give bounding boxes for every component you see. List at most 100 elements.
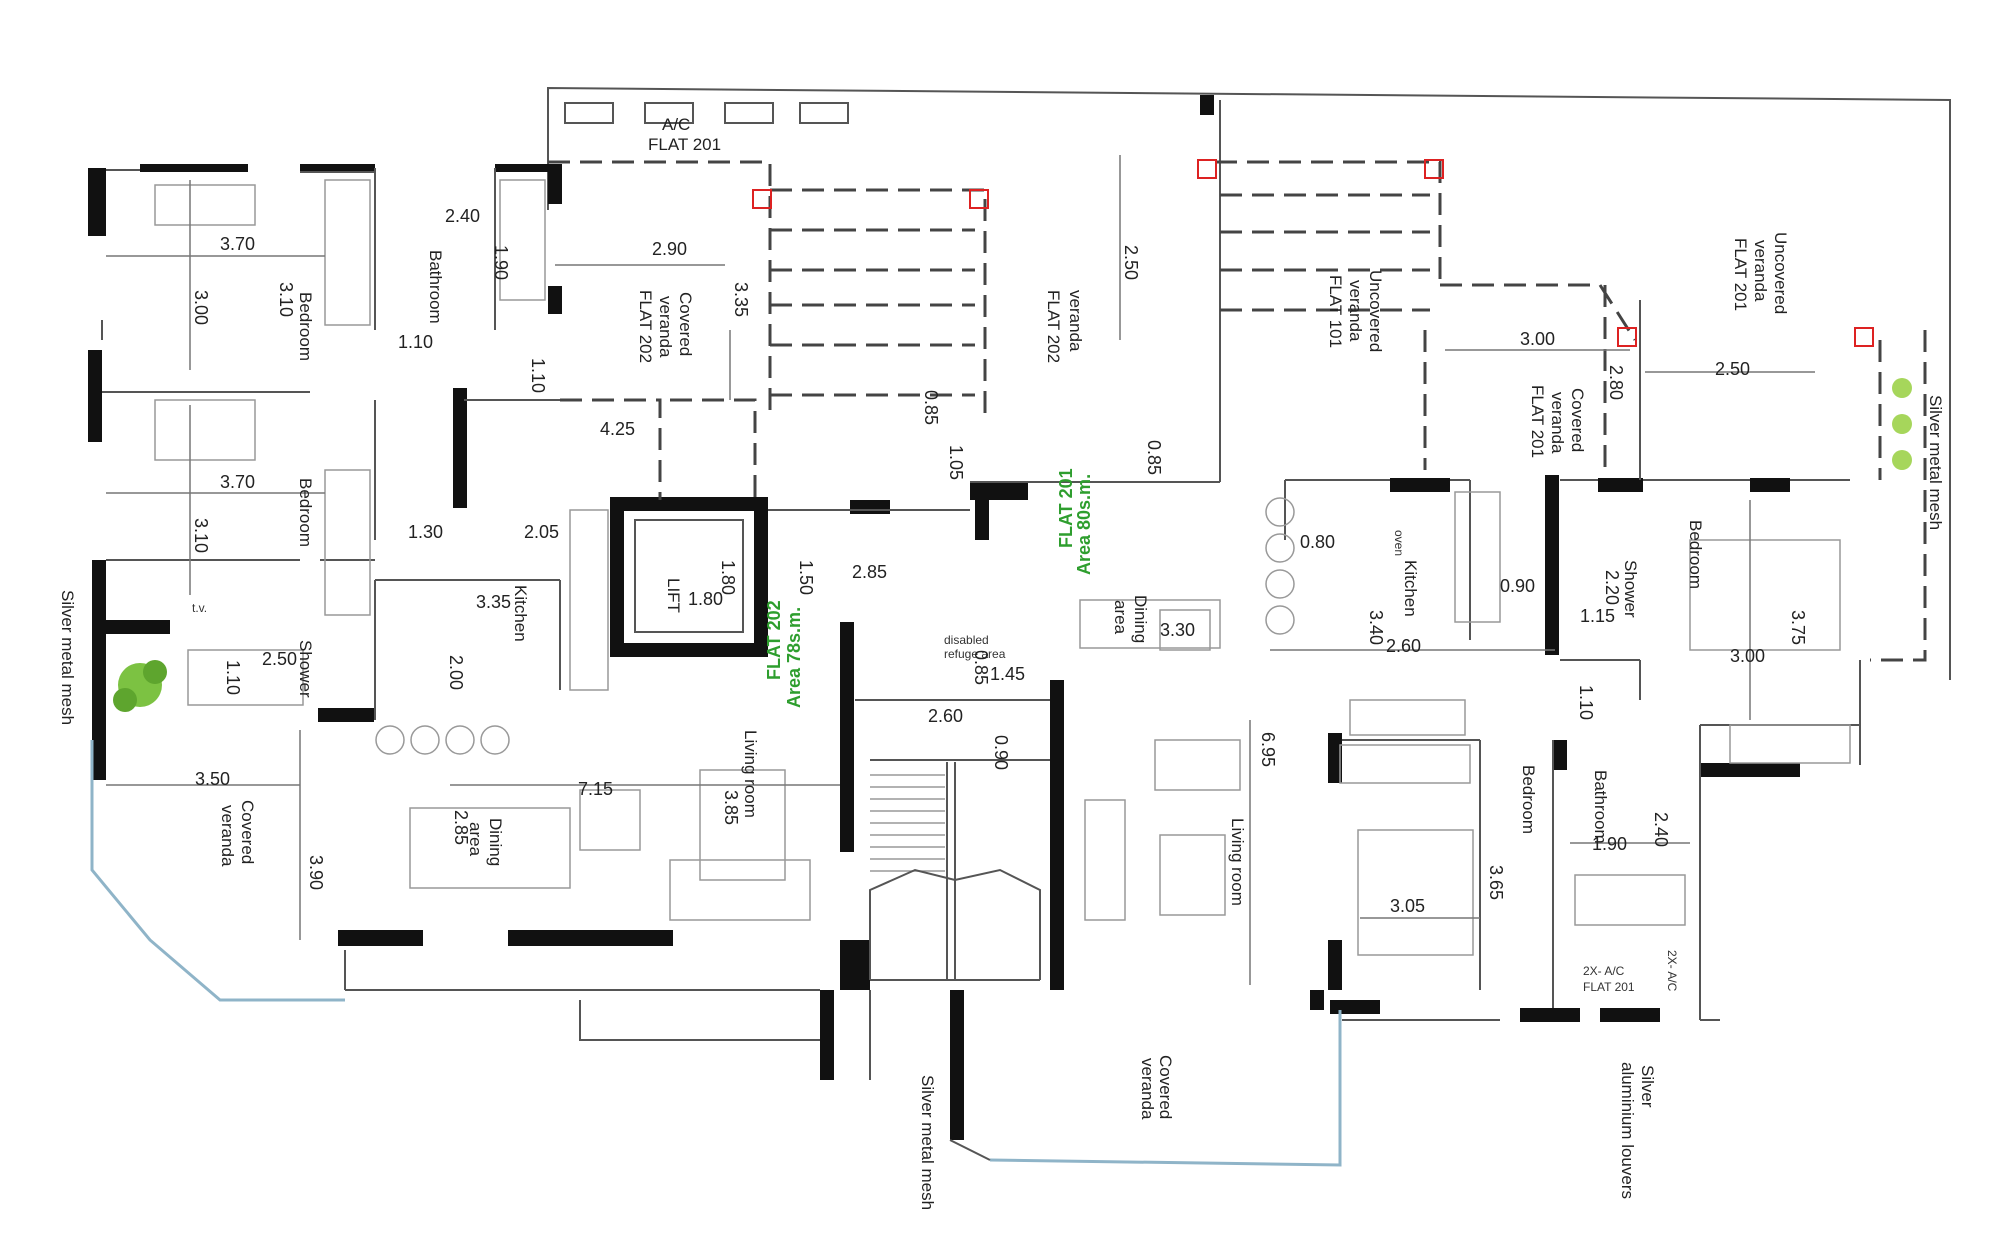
dim: 3.75 bbox=[1788, 610, 1808, 645]
dim: 3.40 bbox=[1366, 610, 1386, 645]
flat202-area: Area 78s.m. bbox=[784, 607, 804, 708]
ac-bottom-b: FLAT 201 bbox=[1583, 980, 1635, 994]
dining-right-b: area bbox=[1111, 600, 1130, 635]
bedroom-right-mid-label: Bedroom bbox=[1519, 765, 1538, 834]
dim: 1.10 bbox=[398, 332, 433, 352]
dim: 1.10 bbox=[223, 660, 243, 695]
plant-icon bbox=[113, 378, 1912, 712]
lift: LIFT bbox=[610, 497, 768, 657]
dim: 2.50 bbox=[1121, 245, 1141, 280]
dim: 0.85 bbox=[1144, 440, 1164, 475]
covered-veranda-202-a: Covered bbox=[676, 292, 695, 356]
furniture bbox=[154, 179, 1851, 956]
veranda-202-a: veranda bbox=[1066, 290, 1085, 352]
dim: 2.85 bbox=[451, 810, 471, 845]
dim: 1.30 bbox=[408, 522, 443, 542]
silver-mesh-left: Silver metal mesh bbox=[58, 590, 77, 725]
covered-veranda-left-b: veranda bbox=[218, 805, 237, 867]
dim: 1.80 bbox=[688, 589, 723, 609]
room-labels: A/C FLAT 201 Bathroom Bedroom Bedroom Sh… bbox=[58, 115, 1945, 1210]
stair-core bbox=[820, 622, 1064, 1140]
ac-units-top bbox=[564, 102, 849, 124]
dim: 1.80 bbox=[718, 560, 738, 595]
silver-mesh-right: Silver metal mesh bbox=[1926, 395, 1945, 530]
dim: 1.05 bbox=[946, 445, 966, 480]
dim: 6.95 bbox=[1258, 732, 1278, 767]
dim: 2.50 bbox=[262, 649, 297, 669]
dim: 3.10 bbox=[191, 518, 211, 553]
dim: 1.45 bbox=[990, 664, 1025, 684]
dim: 3.10 bbox=[276, 282, 296, 317]
disabled-label: disabled bbox=[944, 633, 989, 647]
dim: 2.80 bbox=[1606, 365, 1626, 400]
bedroom-right-top-label: Bedroom bbox=[1686, 520, 1705, 589]
shower-right-label: Shower bbox=[1621, 560, 1640, 618]
dim: 3.85 bbox=[721, 790, 741, 825]
uncovered-veranda-201-a: Uncovered bbox=[1771, 232, 1790, 314]
dimension-lines bbox=[106, 155, 1815, 985]
ac-bottom-c: 2X- A/C bbox=[1665, 950, 1679, 992]
shower-left-label: Shower bbox=[296, 640, 315, 698]
dim: 7.15 bbox=[578, 779, 613, 799]
dining-left-a: Dining bbox=[486, 818, 505, 866]
dimension-labels: 3.70 3.00 3.10 2.40 1.90 2.90 3.35 2.50 … bbox=[191, 206, 1808, 916]
living-left-label: Living room bbox=[741, 730, 760, 818]
dim: 4.25 bbox=[600, 419, 635, 439]
silver-louvers-b: aluminium louvers bbox=[1618, 1062, 1637, 1199]
dim: 0.90 bbox=[991, 735, 1011, 770]
dining-right-a: Dining bbox=[1131, 595, 1150, 643]
dim: 3.65 bbox=[1486, 865, 1506, 900]
dim: 1.10 bbox=[528, 358, 548, 393]
covered-veranda-201-a: Covered bbox=[1568, 388, 1587, 452]
bathroom-left-label: Bathroom bbox=[426, 250, 445, 324]
ac-flat201-top: A/C bbox=[662, 115, 690, 134]
bedroom-left-top-label: Bedroom bbox=[296, 292, 315, 361]
uncovered-veranda-201-b: veranda bbox=[1751, 240, 1770, 302]
dim: 2.20 bbox=[1602, 570, 1622, 605]
living-right-label: Living room bbox=[1228, 818, 1247, 906]
dim: 3.90 bbox=[306, 855, 326, 890]
lift-label: LIFT bbox=[664, 578, 683, 613]
dim: 1.15 bbox=[1580, 606, 1615, 626]
flat201-title: FLAT 201 bbox=[1056, 468, 1076, 548]
dining-left-b: area bbox=[466, 822, 485, 857]
covered-veranda-202-b: veranda bbox=[656, 296, 675, 358]
uncovered-veranda-201-c: FLAT 201 bbox=[1731, 238, 1750, 311]
dim: 2.50 bbox=[1715, 359, 1750, 379]
dim: 1.10 bbox=[1576, 685, 1596, 720]
flat201-area: Area 80s.m. bbox=[1074, 474, 1094, 575]
bedroom-left-mid-label: Bedroom bbox=[296, 478, 315, 547]
dim: 2.60 bbox=[928, 706, 963, 726]
dim: 1.90 bbox=[1592, 834, 1627, 854]
flat202-title: FLAT 202 bbox=[764, 600, 784, 680]
dim: 2.40 bbox=[445, 206, 480, 226]
dim: 2.85 bbox=[852, 562, 887, 582]
covered-veranda-left-a: Covered bbox=[238, 800, 257, 864]
ac-flat201-top2: FLAT 201 bbox=[648, 135, 721, 154]
dim: 2.60 bbox=[1386, 636, 1421, 656]
dim: 3.70 bbox=[220, 234, 255, 254]
dim: 0.90 bbox=[1500, 576, 1535, 596]
ac-bottom-a: 2X- A/C bbox=[1583, 964, 1625, 978]
dim: 0.80 bbox=[1300, 532, 1335, 552]
dim: 2.90 bbox=[652, 239, 687, 259]
dim: 1.50 bbox=[796, 560, 816, 595]
covered-veranda-202-c: FLAT 202 bbox=[636, 290, 655, 363]
dim: 3.00 bbox=[191, 290, 211, 325]
dim: 2.00 bbox=[446, 655, 466, 690]
bathroom-right-label: Bathroom bbox=[1591, 770, 1610, 844]
dim: 0.85 bbox=[921, 390, 941, 425]
dim: 2.05 bbox=[524, 522, 559, 542]
dim: 3.00 bbox=[1730, 646, 1765, 666]
covered-veranda-bottom-b: veranda bbox=[1138, 1058, 1157, 1120]
uncovered-veranda-101-c: FLAT 101 bbox=[1326, 275, 1345, 348]
kitchen-left-label: Kitchen bbox=[511, 585, 530, 642]
oven-label: oven bbox=[1392, 530, 1406, 556]
dim: 3.70 bbox=[220, 472, 255, 492]
dim: 3.35 bbox=[731, 282, 751, 317]
columns bbox=[752, 159, 1874, 347]
site-boundary bbox=[547, 86, 1951, 680]
dim: 3.35 bbox=[476, 592, 511, 612]
refuge-area-label: refuge area bbox=[944, 647, 1006, 661]
